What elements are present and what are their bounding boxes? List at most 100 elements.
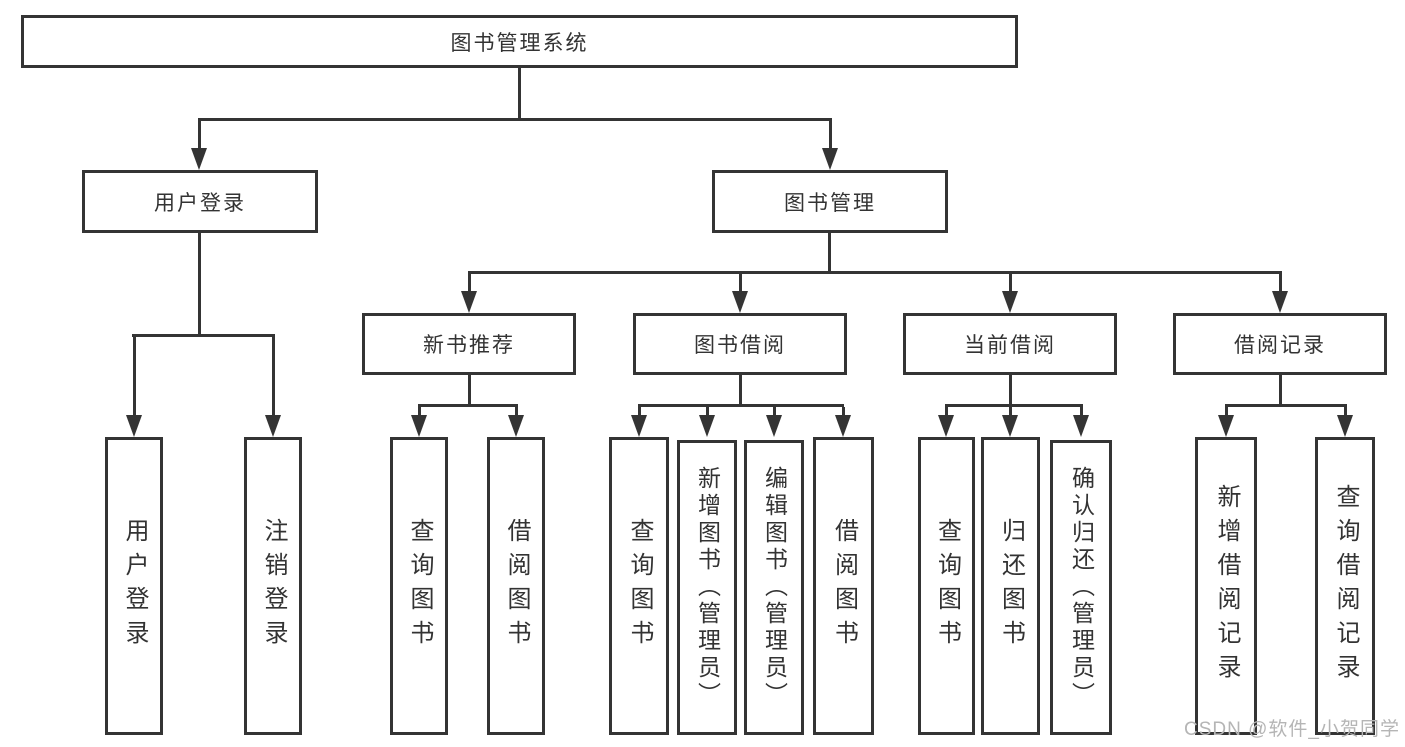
arrow-head-icon [938, 415, 954, 437]
arrow-stem [132, 337, 136, 417]
arrow-head-icon [411, 415, 427, 437]
leaf-logout-label: 注销登录 [260, 518, 287, 654]
leaf-query-books-current: 查询图书 [918, 437, 975, 735]
leaf-edit-books-admin-label: 编辑图书（管理员） [761, 466, 788, 709]
arrow-stem [271, 337, 275, 417]
arrow-stem [841, 407, 845, 417]
connector-records-crossbar [1225, 404, 1347, 407]
leaf-borrow-books-borrowing-label: 借阅图书 [830, 518, 858, 654]
node-book-management-label: 图书管理 [784, 191, 876, 215]
arrow-head-icon [766, 415, 782, 437]
connector-user-login-stem [198, 233, 201, 336]
leaf-add-borrow-record: 新增借阅记录 [1195, 437, 1257, 735]
leaf-borrow-books-borrowing: 借阅图书 [813, 437, 874, 735]
arrow-stem [197, 121, 201, 150]
arrow-stem [1224, 407, 1228, 417]
csdn-watermark: CSDN @软件_小贺同学 [1184, 719, 1400, 740]
arrow-head-icon [1073, 415, 1089, 437]
leaf-query-borrow-record-label: 查询借阅记录 [1332, 484, 1359, 688]
leaf-add-borrow-record-label: 新增借阅记录 [1213, 484, 1240, 688]
connector-root-stem [518, 68, 521, 120]
arrow-stem [637, 407, 641, 417]
arrow-to-leaf-query-borrow-record [1337, 407, 1353, 437]
arrow-head-icon [1002, 291, 1018, 313]
arrow-to-borrowing-records [1272, 274, 1288, 313]
arrow-stem [1343, 407, 1347, 417]
node-borrowing-records-label: 借阅记录 [1234, 334, 1326, 357]
arrow-head-icon [1337, 415, 1353, 437]
node-book-borrowing: 图书借阅 [633, 313, 847, 375]
arrow-head-icon [265, 415, 281, 437]
arrow-to-leaf-query-books-recommend [411, 407, 427, 437]
leaf-query-books-recommend-label: 查询图书 [406, 518, 433, 654]
leaf-edit-books-admin: 编辑图书（管理员） [744, 440, 804, 735]
arrow-to-leaf-user-login [126, 337, 142, 437]
arrow-head-icon [1218, 415, 1234, 437]
arrow-stem [1008, 407, 1012, 417]
arrow-to-current-borrowing [1002, 274, 1018, 313]
leaf-query-books-recommend: 查询图书 [390, 437, 448, 735]
leaf-borrow-books-recommend-label: 借阅图书 [503, 518, 530, 654]
arrow-stem [1008, 274, 1012, 293]
arrow-to-user-login [191, 121, 207, 170]
connector-borrowing-crossbar [638, 404, 844, 407]
arrow-to-leaf-confirm-return-admin [1073, 407, 1089, 437]
connector-recommendation-crossbar [418, 404, 518, 407]
leaf-query-books-current-label: 查询图书 [933, 518, 961, 654]
leaf-query-books-borrowing: 查询图书 [609, 437, 669, 735]
leaf-confirm-return-admin: 确认归还（管理员） [1050, 440, 1112, 735]
connector-borrowing-stem [739, 375, 742, 406]
node-book-borrowing-label: 图书借阅 [694, 334, 786, 357]
arrow-head-icon [732, 291, 748, 313]
arrow-to-new-book-recommendation [461, 274, 477, 313]
arrow-to-book-borrowing [732, 274, 748, 313]
arrow-stem [705, 407, 709, 417]
arrow-stem [944, 407, 948, 417]
arrow-stem [417, 407, 421, 417]
arrow-to-leaf-edit-books-admin [766, 407, 782, 437]
connector-user-login-crossbar [132, 334, 275, 337]
connector-current-crossbar [945, 404, 1083, 407]
arrow-to-leaf-add-books-admin [699, 407, 715, 437]
connector-records-stem [1279, 375, 1282, 406]
leaf-user-login: 用户登录 [105, 437, 163, 735]
connector-current-stem [1009, 375, 1012, 406]
node-new-book-recommendation: 新书推荐 [362, 313, 576, 375]
node-borrowing-records: 借阅记录 [1173, 313, 1387, 375]
arrow-to-leaf-return-books [1002, 407, 1018, 437]
arrow-head-icon [699, 415, 715, 437]
leaf-add-books-admin: 新增图书（管理员） [677, 440, 737, 735]
node-user-login-label: 用户登录 [154, 191, 246, 215]
leaf-add-books-admin-label: 新增图书（管理员） [694, 466, 721, 709]
leaf-borrow-books-recommend: 借阅图书 [487, 437, 545, 735]
node-new-book-recommendation-label: 新书推荐 [423, 334, 515, 357]
arrow-head-icon [822, 148, 838, 170]
leaf-user-login-label: 用户登录 [121, 518, 148, 654]
arrow-head-icon [1002, 415, 1018, 437]
node-current-borrowing: 当前借阅 [903, 313, 1117, 375]
arrow-stem [467, 274, 471, 293]
node-root-label: 图书管理系统 [450, 31, 589, 55]
arrow-stem [772, 407, 776, 417]
arrow-head-icon [126, 415, 142, 437]
connector-recommendation-stem [468, 375, 471, 406]
arrow-stem [514, 407, 518, 417]
connector-book-management-stem [828, 233, 831, 273]
arrow-to-leaf-borrow-books-borrowing [835, 407, 851, 437]
arrow-to-leaf-query-books-borrowing [631, 407, 647, 437]
arrow-stem [738, 274, 742, 293]
arrow-head-icon [508, 415, 524, 437]
leaf-logout: 注销登录 [244, 437, 302, 735]
arrow-to-leaf-logout [265, 337, 281, 437]
leaf-confirm-return-admin-label: 确认归还（管理员） [1068, 466, 1095, 709]
leaf-return-books: 归还图书 [981, 437, 1040, 735]
node-current-borrowing-label: 当前借阅 [964, 334, 1056, 357]
arrow-stem [1079, 407, 1083, 417]
node-user-login: 用户登录 [82, 170, 318, 233]
leaf-query-books-borrowing-label: 查询图书 [626, 518, 653, 654]
arrow-stem [1278, 274, 1282, 293]
leaf-query-borrow-record: 查询借阅记录 [1315, 437, 1375, 735]
leaf-return-books-label: 归还图书 [997, 518, 1025, 654]
connector-root-crossbar [198, 118, 832, 121]
